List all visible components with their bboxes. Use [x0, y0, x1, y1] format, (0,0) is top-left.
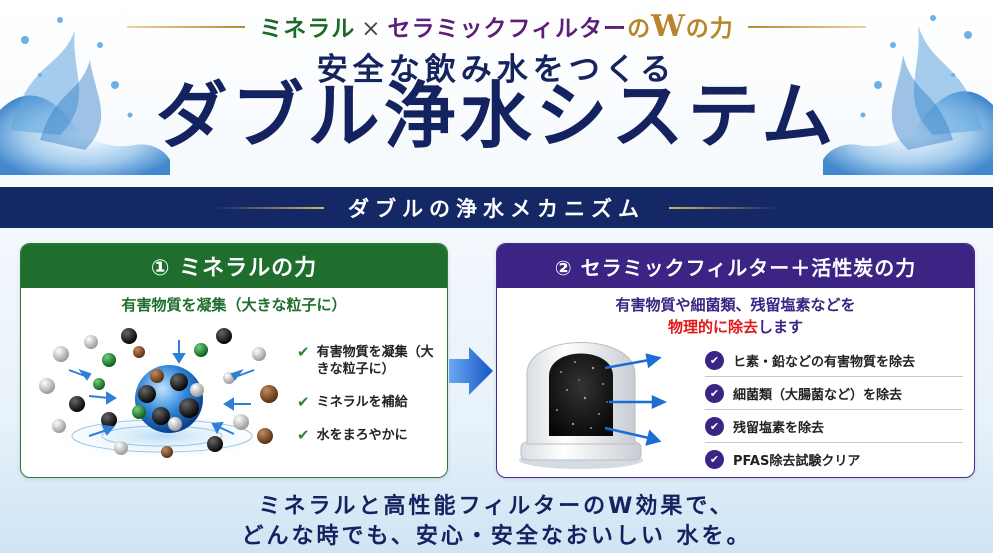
mineral-aggregation-illustration	[39, 328, 282, 462]
ceramic-filter-panel-heading: ② セラミックフィルター＋活性炭の力	[497, 244, 974, 288]
ceramic-filter-panel: ② セラミックフィルター＋活性炭の力 有害物質や細菌類、残留塩素などを 物理的に…	[496, 243, 975, 478]
closing-line-2: どんな時でも、安心・安全なおいしい 水を。	[241, 524, 752, 549]
list-item-label: 細菌類（大腸菌など）を除去	[733, 387, 903, 403]
mineral-panel-heading: ① ミネラルの力	[21, 244, 447, 288]
mineral-panel: ① ミネラルの力 有害物質を凝集（大きな粒子に）	[20, 243, 448, 478]
list-item: ✔ 水をまろやかに	[297, 427, 443, 444]
list-item-label: 水をまろやかに	[316, 428, 408, 443]
gold-rule-right	[747, 25, 866, 28]
closing-message: ミネラルと高性能フィルターのW効果で、 どんな時でも、安心・安全なおいしい 水を…	[0, 492, 993, 552]
check-icon: ✔	[297, 426, 310, 444]
ceramic-filter-panel-lead: 有害物質や細菌類、残留塩素などを 物理的に除去します	[497, 294, 974, 338]
list-item: ✔ 細菌類（大腸菌など）を除去	[705, 377, 963, 410]
lead-line-2: 物理的に除去します	[497, 316, 974, 338]
tagline-power: の力	[685, 15, 734, 42]
list-item: ✔ ヒ素・鉛などの有害物質を除去	[705, 344, 963, 377]
list-item-label: 有害物質を凝集（大きな粒子に）	[316, 345, 434, 377]
list-item: ✔ 残留塩素を除去	[705, 410, 963, 443]
hero-header: ミネラル×セラミックフィルターのWの力 安全な飲み水をつくる ダブル浄水システム	[0, 0, 993, 180]
gold-rule-right	[669, 206, 779, 209]
page-title: ダブル浄水システム	[155, 73, 838, 158]
lead-highlight: 物理的に除去	[667, 318, 758, 336]
list-item: ✔ ミネラルを補給	[297, 394, 443, 411]
list-item-label: 残留塩素を除去	[733, 420, 825, 436]
check-circle-icon: ✔	[705, 449, 724, 469]
tagline-no: の	[627, 15, 652, 42]
mineral-panel-lead: 有害物質を凝集（大きな粒子に）	[121, 296, 347, 314]
tagline-mineral: ミネラル	[259, 15, 356, 42]
gold-rule-left	[214, 206, 324, 209]
check-icon: ✔	[297, 343, 310, 361]
list-item: ✔ PFAS除去試験クリア	[705, 443, 963, 475]
check-circle-icon: ✔	[705, 350, 724, 370]
tagline-cross: ×	[361, 16, 382, 42]
list-item-label: PFAS除去試験クリア	[733, 453, 861, 469]
mechanism-title: ダブルの浄水メカニズム	[348, 196, 645, 221]
mineral-checklist: ✔ 有害物質を凝集（大きな粒子に） ✔ ミネラルを補給 ✔ 水をまろやかに	[297, 344, 443, 460]
tagline-ceramic: セラミックフィルター	[387, 15, 628, 42]
closing-line-1: ミネラルと高性能フィルターのW効果で、	[258, 494, 735, 519]
arrow-right-icon	[449, 347, 493, 395]
ceramic-filter-cartridge-illustration	[519, 342, 668, 469]
list-item-label: ヒ素・鉛などの有害物質を除去	[733, 354, 916, 370]
tagline-w: W	[651, 9, 686, 44]
check-circle-icon: ✔	[705, 383, 724, 403]
gold-rule-left	[127, 25, 246, 28]
tagline-row: ミネラル×セラミックフィルターのWの力	[0, 9, 993, 44]
lead-line-2-rest: します	[758, 318, 804, 336]
mechanism-band: ダブルの浄水メカニズム	[0, 187, 993, 228]
check-icon: ✔	[297, 393, 310, 411]
page-subtitle: 安全な飲み水をつくる	[316, 52, 677, 88]
tagline: ミネラル×セラミックフィルターのWの力	[259, 9, 734, 44]
list-item: ✔ 有害物質を凝集（大きな粒子に）	[297, 344, 443, 378]
list-item-label: ミネラルを補給	[316, 395, 408, 410]
lead-line-1: 有害物質や細菌類、残留塩素などを	[615, 296, 856, 314]
filter-feature-list: ✔ ヒ素・鉛などの有害物質を除去 ✔ 細菌類（大腸菌など）を除去 ✔ 残留塩素を…	[705, 344, 963, 475]
check-circle-icon: ✔	[705, 416, 724, 436]
